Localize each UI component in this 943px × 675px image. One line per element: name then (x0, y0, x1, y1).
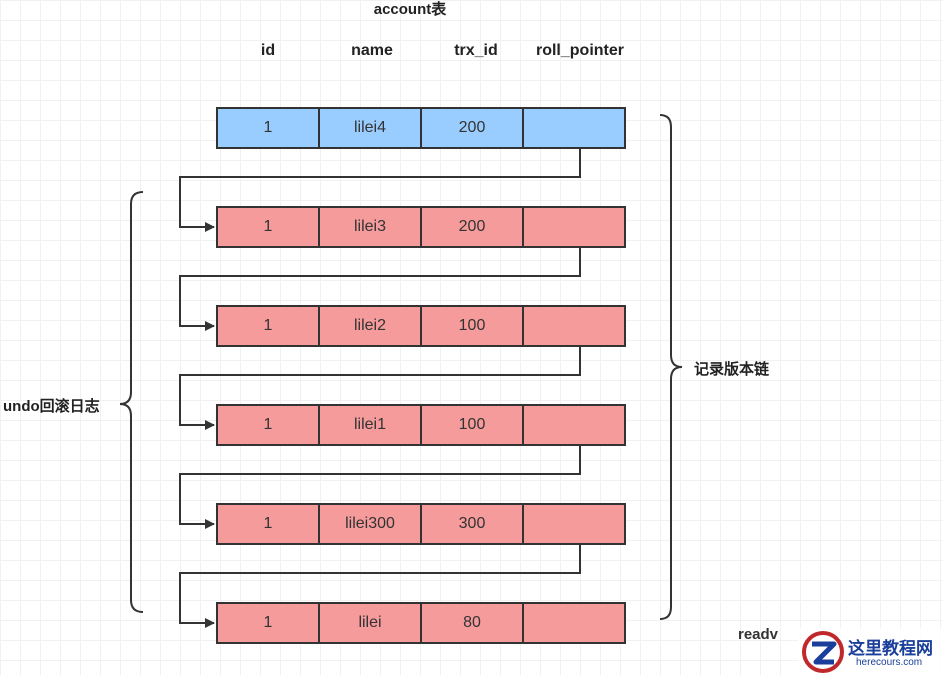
cell-trx-id: 200 (420, 206, 524, 248)
cell-id: 1 (216, 404, 320, 446)
cell-id: 1 (216, 305, 320, 347)
column-header-roll-pointer: roll_pointer (535, 42, 624, 59)
watermark-logo-url: herecours.com (856, 657, 923, 668)
column-header-trx-id: trx_id (454, 42, 498, 59)
watermark-logo-icon (802, 631, 844, 673)
watermark-logo-text: 这里教程网 (848, 639, 933, 659)
cell-name: lilei300 (318, 503, 422, 545)
cell-roll-pointer (522, 305, 626, 347)
version-chain-label: 记录版本链 (694, 361, 770, 378)
cell-trx-id: 200 (420, 107, 524, 149)
undo-log-label: undo回滚日志 (3, 398, 100, 415)
roll-pointer-link-2 (179, 247, 581, 331)
cell-id: 1 (216, 503, 320, 545)
cell-roll-pointer (522, 503, 626, 545)
cell-roll-pointer (522, 602, 626, 644)
cell-id: 1 (216, 206, 320, 248)
table-row: 1 lilei1 100 (216, 404, 632, 446)
roll-pointer-link-4 (179, 445, 581, 529)
cell-trx-id: 80 (420, 602, 524, 644)
left-brace (119, 191, 144, 613)
table-row: 1 lilei300 300 (216, 503, 632, 545)
roll-pointer-link-3 (179, 346, 581, 430)
table-row: 1 lilei4 200 (216, 107, 632, 149)
cell-trx-id: 300 (420, 503, 524, 545)
cell-name: lilei4 (318, 107, 422, 149)
cell-id: 1 (216, 602, 320, 644)
cell-roll-pointer (522, 107, 626, 149)
column-header-id: id (260, 42, 276, 59)
table-row: 1 lilei3 200 (216, 206, 632, 248)
cell-name: lilei (318, 602, 422, 644)
cell-trx-id: 100 (420, 305, 524, 347)
table-row: 1 lilei2 100 (216, 305, 632, 347)
diagram-title: account表 (373, 1, 447, 18)
cell-roll-pointer (522, 206, 626, 248)
right-brace (659, 114, 683, 620)
cell-roll-pointer (522, 404, 626, 446)
cell-name: lilei3 (318, 206, 422, 248)
roll-pointer-link-5 (179, 544, 581, 628)
cell-id: 1 (216, 107, 320, 149)
cell-name: lilei1 (318, 404, 422, 446)
cell-trx-id: 100 (420, 404, 524, 446)
table-row: 1 lilei 80 (216, 602, 632, 644)
watermark-partial-text: readv (738, 626, 779, 643)
cell-name: lilei2 (318, 305, 422, 347)
column-header-name: name (351, 42, 393, 59)
roll-pointer-link-1 (179, 148, 581, 232)
